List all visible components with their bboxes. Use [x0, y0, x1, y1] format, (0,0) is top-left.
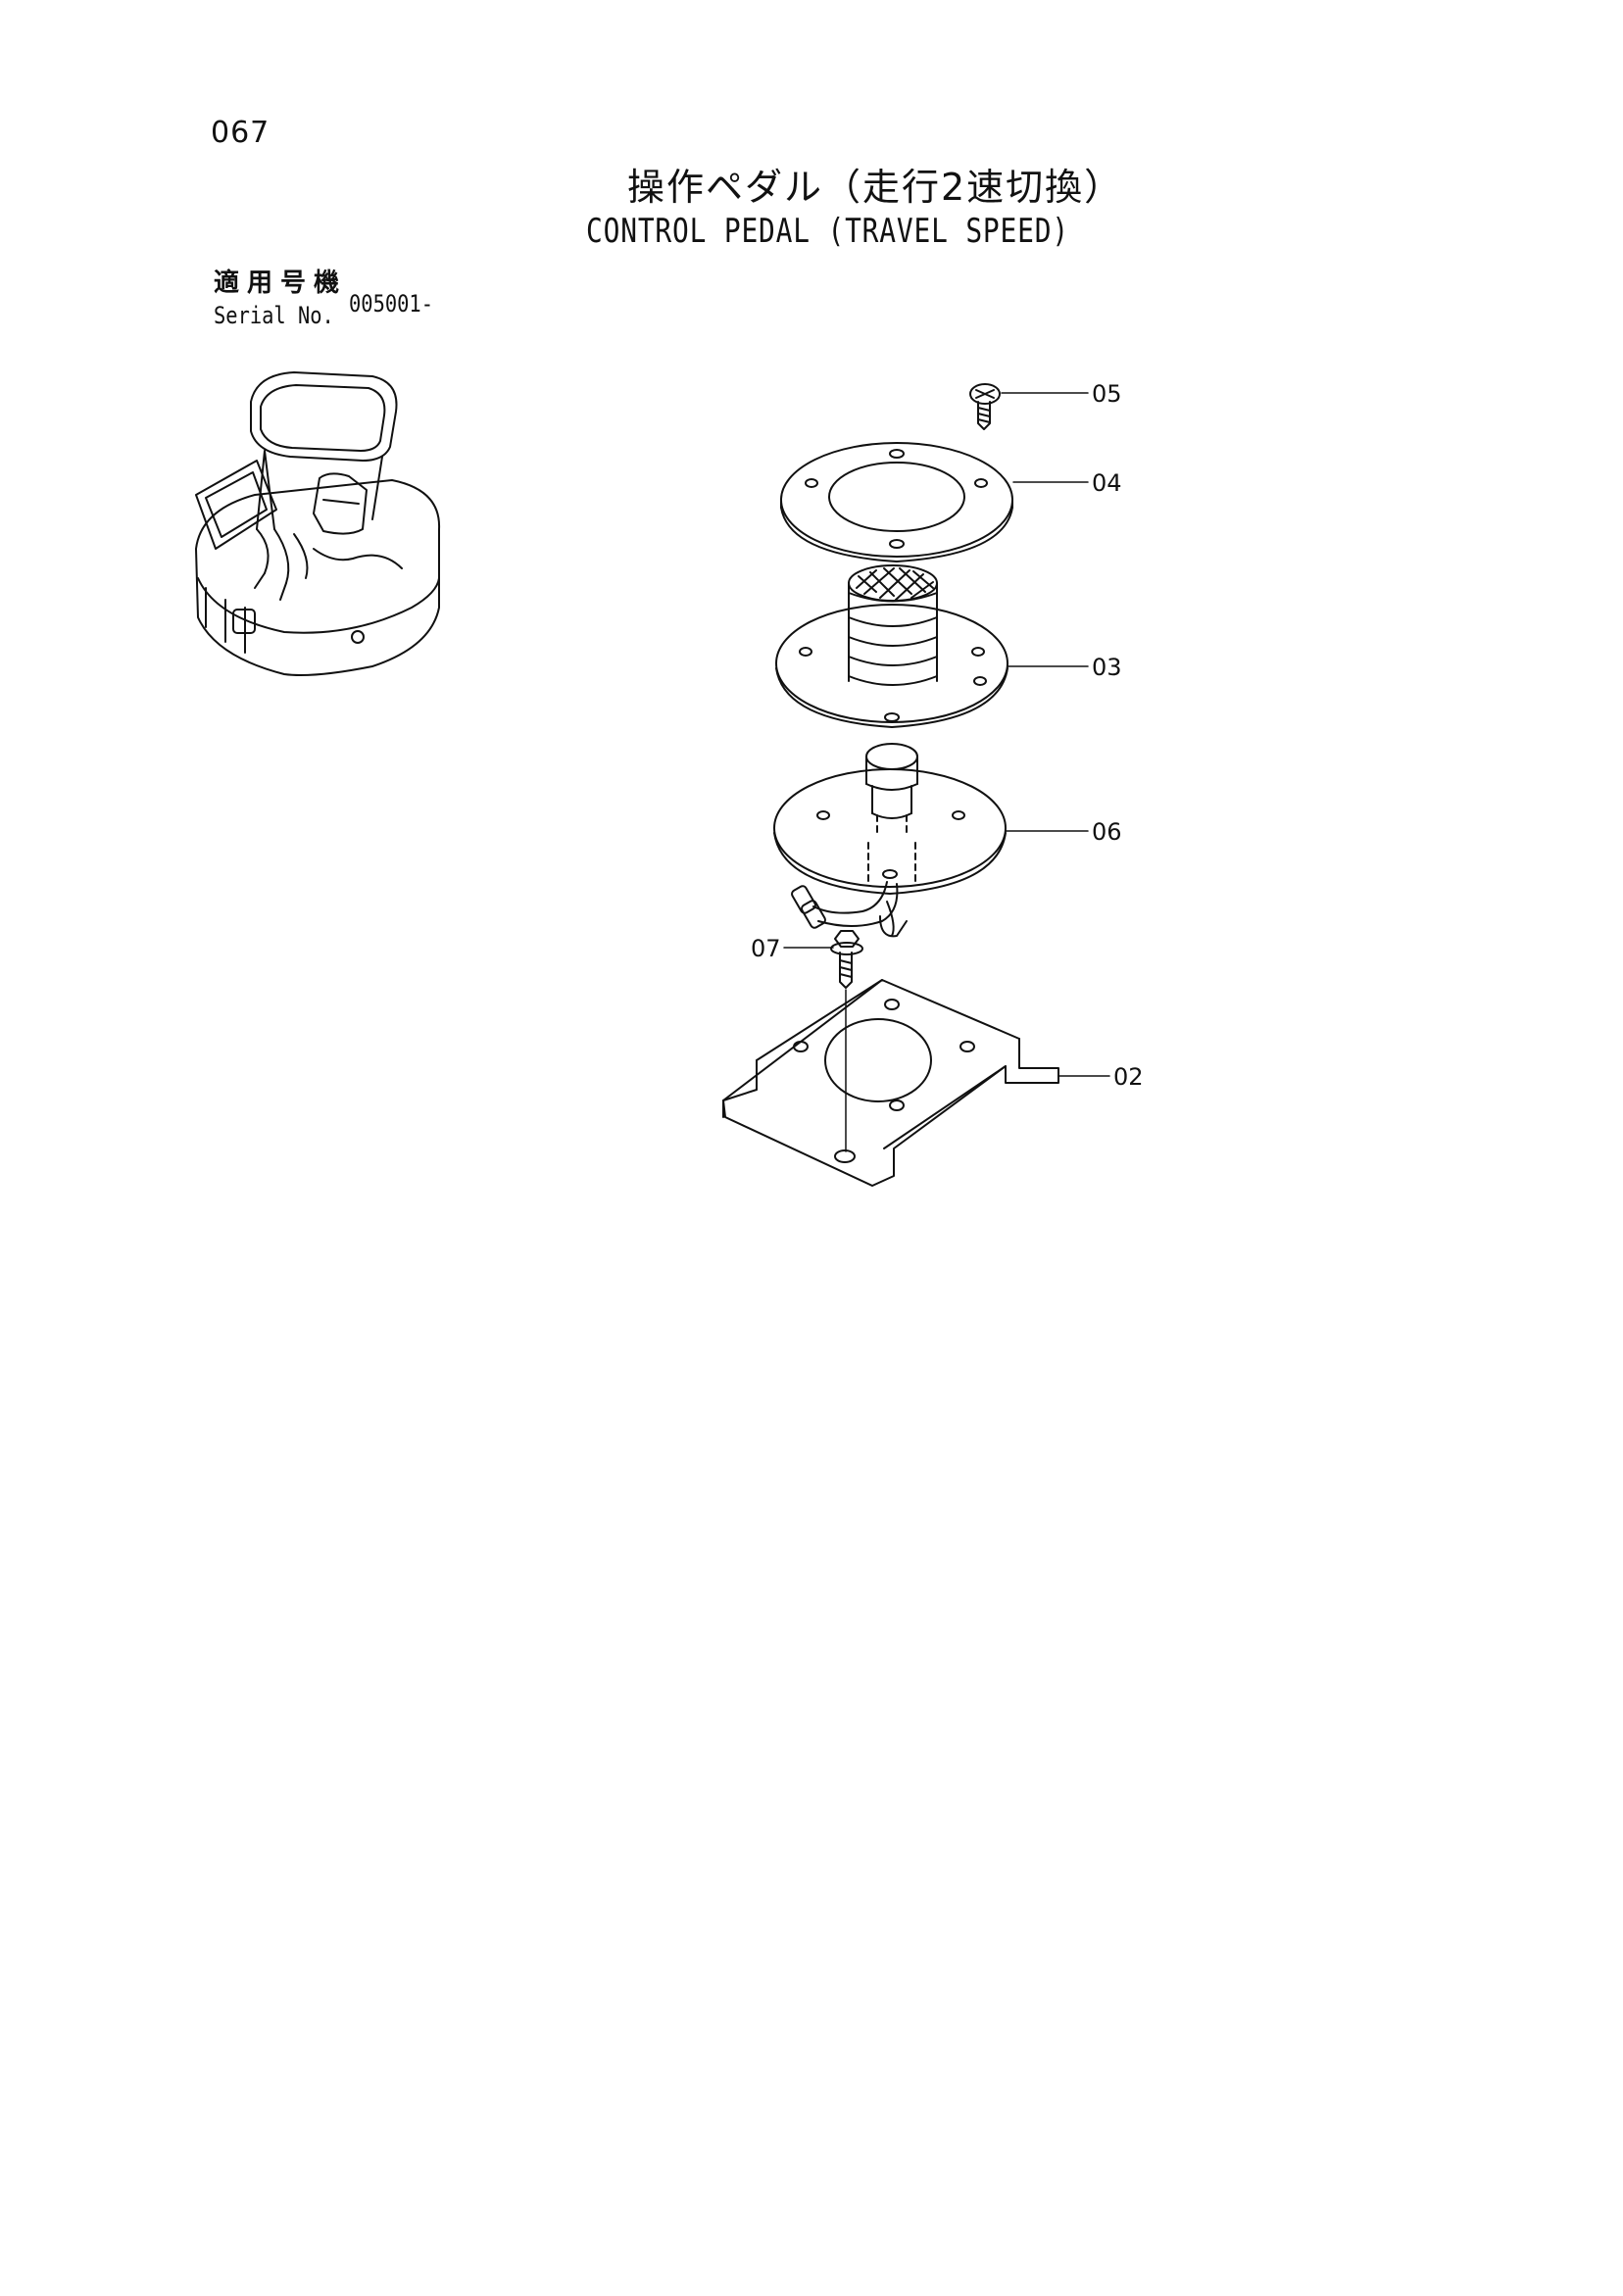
serial-number-value: 005001- [349, 290, 433, 318]
part-06-switch-assembly [773, 743, 1007, 938]
callout-02: 02 [1113, 1063, 1144, 1091]
callout-03: 03 [1092, 654, 1122, 681]
callout-07: 07 [751, 935, 781, 962]
serial-label-english: Serial No. [214, 302, 334, 329]
part-02-bracket [722, 979, 1059, 1187]
page-number: 067 [211, 116, 270, 150]
part-07-bolt [830, 930, 863, 1152]
callout-leaders [783, 392, 1110, 1077]
serial-label-japanese: 適用号機 [214, 269, 348, 298]
page-title-japanese: 操作ペダル（走行2速切換） [627, 166, 1124, 209]
machine-overview-illustration [195, 371, 441, 676]
page-title-english: CONTROL PEDAL (TRAVEL SPEED) [586, 212, 1069, 251]
part-05-screw [969, 383, 1001, 430]
callout-06: 06 [1092, 818, 1122, 846]
callout-04: 04 [1092, 469, 1122, 497]
part-03-rubber-cover [775, 564, 1008, 728]
part-04-ring-plate [780, 442, 1013, 562]
callout-05: 05 [1092, 380, 1122, 408]
